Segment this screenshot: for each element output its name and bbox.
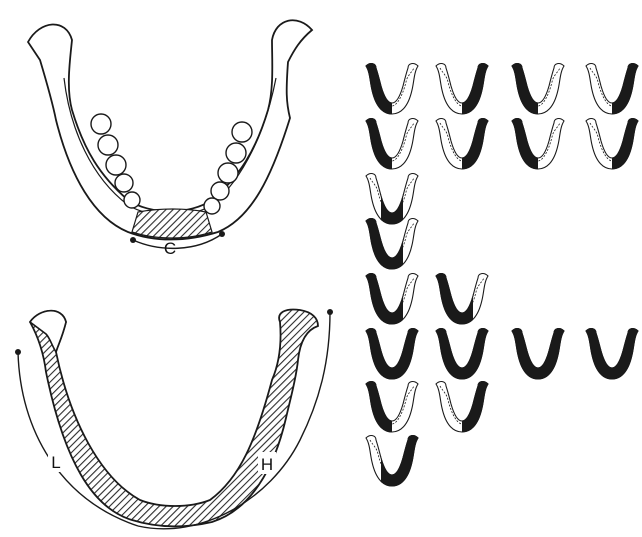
label-central: C bbox=[164, 239, 176, 258]
defect-thumbnail bbox=[586, 329, 638, 379]
lateral-span-endpoint bbox=[15, 349, 21, 355]
defect-thumbnail bbox=[366, 329, 418, 379]
defect-thumbnail bbox=[436, 274, 488, 324]
defect-thumbnail bbox=[436, 329, 488, 379]
label-lateral: L bbox=[51, 453, 60, 472]
defect-thumbnail bbox=[366, 64, 418, 114]
defect-thumbnail bbox=[512, 64, 564, 114]
central-defect-region bbox=[132, 209, 212, 238]
central-span-endpoint-right bbox=[219, 231, 225, 237]
central-span-endpoint-left bbox=[130, 237, 136, 243]
defect-thumbnail bbox=[512, 119, 564, 169]
defect-thumbnail bbox=[586, 119, 638, 169]
label-hemi: H bbox=[261, 455, 273, 474]
defect-thumbnail bbox=[366, 119, 418, 169]
defect-type-grid bbox=[366, 64, 638, 486]
defect-thumbnail bbox=[366, 274, 418, 324]
defect-thumbnail bbox=[366, 436, 418, 486]
defect-thumbnail bbox=[436, 64, 488, 114]
defect-thumbnail bbox=[436, 119, 488, 169]
mandible-bottom-outline bbox=[30, 310, 318, 527]
hemi-span-endpoint bbox=[327, 309, 333, 315]
defect-thumbnail bbox=[586, 64, 638, 114]
mandible-top-diagram: C bbox=[28, 20, 312, 258]
defect-thumbnail bbox=[366, 174, 418, 224]
mandible-bottom-diagram: L H bbox=[15, 309, 333, 529]
defect-thumbnail bbox=[436, 382, 488, 432]
mandible-top-outline bbox=[28, 20, 312, 239]
defect-thumbnail bbox=[512, 329, 564, 379]
defect-thumbnail bbox=[366, 219, 418, 269]
defect-thumbnail bbox=[366, 382, 418, 432]
